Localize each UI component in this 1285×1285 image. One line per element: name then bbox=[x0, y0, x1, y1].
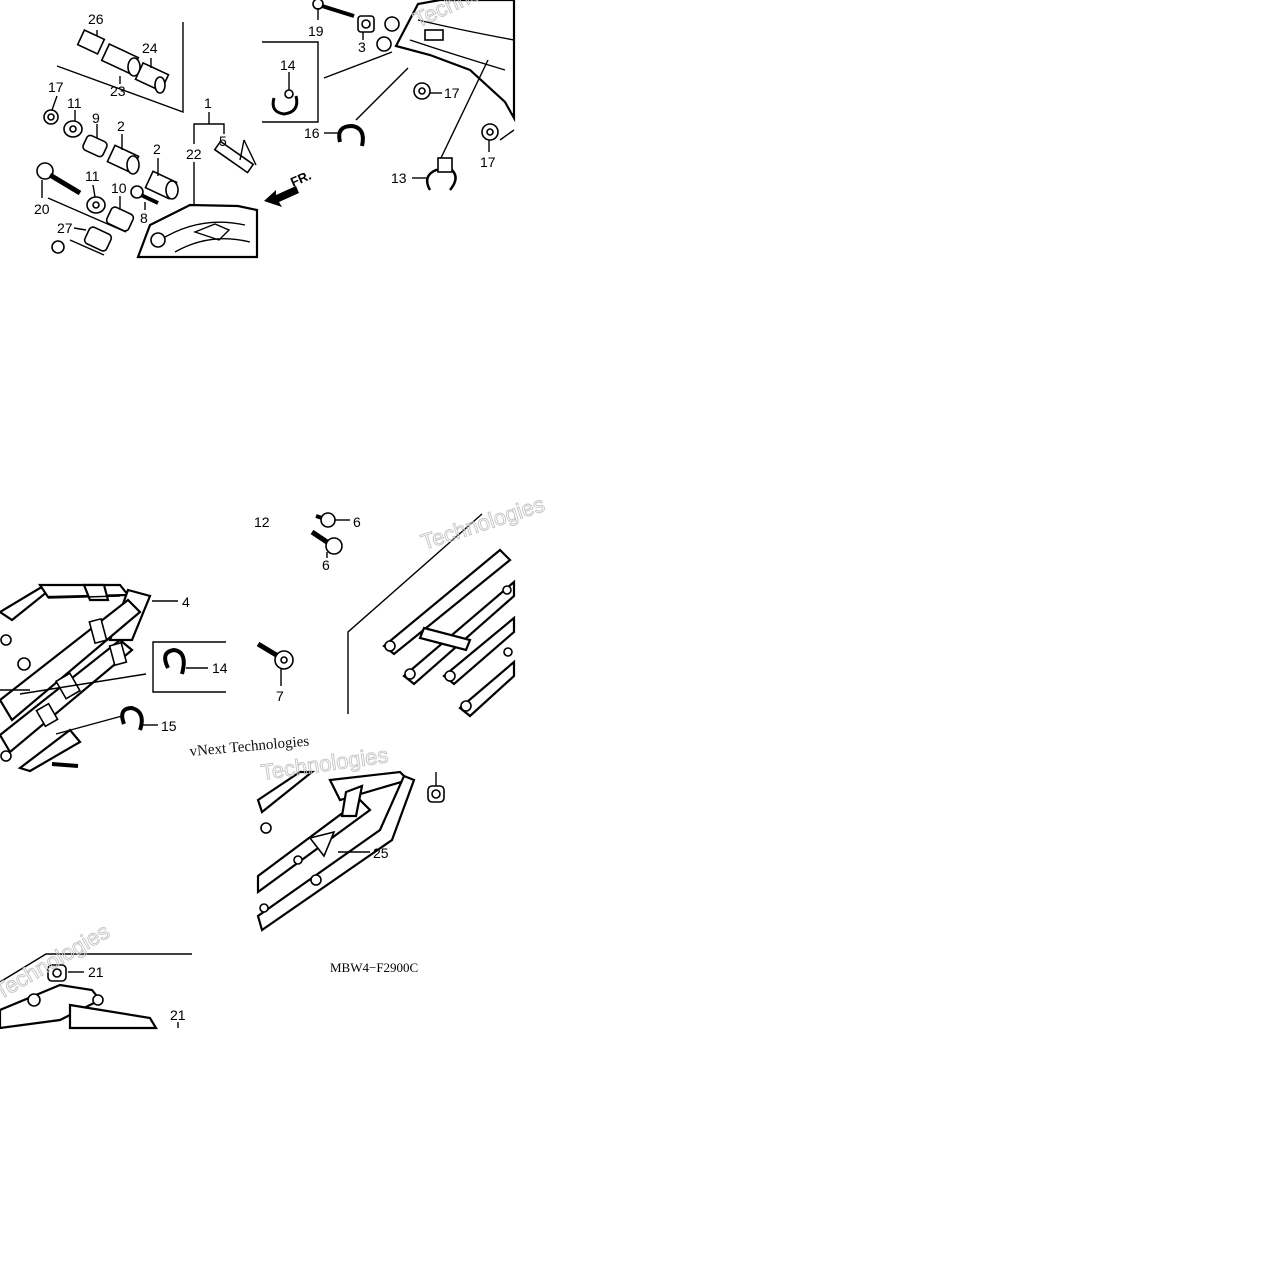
part-bushing bbox=[427, 772, 445, 803]
label-27: 27 bbox=[57, 220, 73, 236]
part-5-plate bbox=[213, 140, 255, 174]
label-16: 16 bbox=[304, 125, 320, 141]
watermark-middle-right: Technologies bbox=[418, 491, 548, 554]
label-21: 21 bbox=[88, 964, 104, 980]
label-4: 4 bbox=[182, 594, 190, 610]
part-17-nut bbox=[43, 95, 59, 125]
label-2: 2 bbox=[117, 118, 125, 134]
label-17: 17 bbox=[444, 85, 460, 101]
part-11-washer bbox=[63, 110, 83, 138]
part-24-collar bbox=[134, 58, 170, 94]
part-19-bolt bbox=[312, 0, 355, 20]
label-7: 7 bbox=[276, 688, 284, 704]
label-12: 12 bbox=[254, 514, 270, 530]
label-23: 23 bbox=[110, 83, 126, 99]
label-21: 21 bbox=[170, 1007, 186, 1023]
part-21-bushing bbox=[47, 964, 84, 982]
label-2: 2 bbox=[153, 141, 161, 157]
tile-top-left: FR. 26 24 23 17 11 9 2 2 1 22 5 20 11 10… bbox=[34, 11, 313, 259]
part-10-bushing bbox=[105, 196, 135, 232]
front-direction-arrow: FR. bbox=[264, 168, 313, 207]
part-20-bolt bbox=[36, 162, 82, 198]
part-6-bolt-a bbox=[315, 512, 350, 528]
label-20: 20 bbox=[34, 201, 50, 217]
label-3: 3 bbox=[358, 39, 366, 55]
diagram-code: MBW4−F2900C bbox=[330, 960, 418, 975]
tile-lower-right: Technologies 25 MBW4−F2900C bbox=[256, 742, 445, 975]
part-16-clamp bbox=[324, 123, 365, 147]
label-10: 10 bbox=[111, 180, 127, 196]
label-11: 11 bbox=[85, 168, 100, 184]
label-26: 26 bbox=[88, 11, 104, 27]
label-1: 1 bbox=[204, 95, 212, 111]
label-5: 5 bbox=[219, 133, 227, 149]
part-14-clamp-b bbox=[163, 647, 208, 675]
tile-bottom-left: Technologies 21 21 bbox=[0, 918, 192, 1030]
label-15: 15 bbox=[161, 718, 177, 734]
tile-middle-left: vNext Technologies 4 14 15 bbox=[0, 583, 310, 773]
part-3-nut bbox=[357, 15, 375, 40]
part-2-collar-b bbox=[144, 158, 179, 200]
part-27-bushing bbox=[73, 226, 113, 252]
label-14: 14 bbox=[212, 660, 228, 676]
part-17-nut-c bbox=[481, 123, 499, 152]
tile-middle-right: 12 Technolo bbox=[254, 491, 548, 718]
tile-top-right: Technologies 19 3 14 16 17 17 13 bbox=[262, 0, 537, 191]
label-13: 13 bbox=[391, 170, 407, 186]
part-13-clamp bbox=[412, 157, 457, 191]
fr-arrow-label: FR. bbox=[288, 168, 313, 190]
label-6: 6 bbox=[353, 514, 361, 530]
part-9-bushing bbox=[82, 124, 108, 158]
part-2-collar-a bbox=[106, 134, 140, 175]
part-11-washer-b bbox=[86, 184, 106, 214]
part-8-bolt bbox=[130, 185, 159, 210]
part-23-collar bbox=[100, 43, 141, 84]
part-26-bolt bbox=[76, 29, 106, 55]
label-11: 11 bbox=[67, 95, 82, 111]
part-15-clamp bbox=[120, 705, 158, 731]
label-8: 8 bbox=[140, 210, 148, 226]
part-7-bolt bbox=[256, 641, 294, 686]
label-14: 14 bbox=[280, 57, 296, 73]
part-17-nut-b bbox=[413, 82, 442, 100]
part-14-clamp bbox=[271, 72, 299, 116]
label-9: 9 bbox=[92, 110, 100, 126]
label-22: 22 bbox=[186, 146, 202, 162]
label-24: 24 bbox=[142, 40, 158, 56]
label-6: 6 bbox=[322, 557, 330, 573]
label-25: 25 bbox=[373, 845, 389, 861]
label-17: 17 bbox=[480, 154, 496, 170]
label-17: 17 bbox=[48, 79, 64, 95]
part-6-bolt-b bbox=[310, 529, 343, 558]
label-19: 19 bbox=[308, 23, 324, 39]
